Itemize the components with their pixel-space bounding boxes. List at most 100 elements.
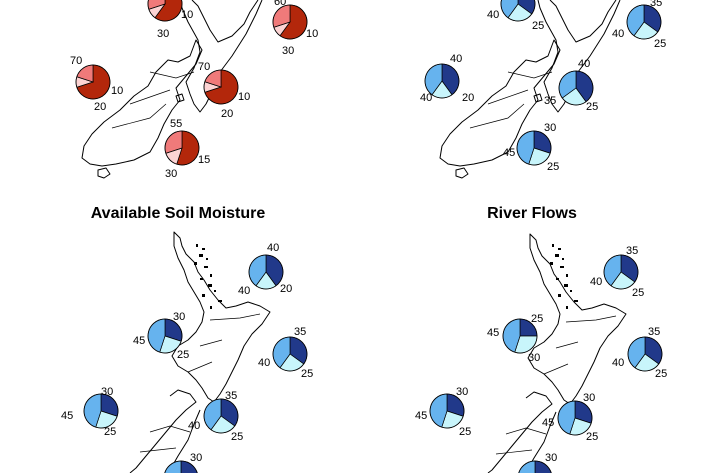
pie-outline [429, 393, 465, 429]
region-boundaries [187, 313, 261, 373]
pie-outline [627, 336, 663, 372]
pie-chart-east-of-north [272, 336, 308, 372]
pie-chart-top-right [626, 4, 662, 40]
banks-peninsula [533, 93, 543, 103]
pie-label: 40 [420, 92, 432, 104]
pie-outline [164, 130, 200, 166]
pie-label: 25 [547, 161, 559, 173]
island [566, 274, 568, 277]
pie-label: 40 [267, 242, 279, 254]
region-boundaries [111, 71, 195, 129]
north-island-coast [527, 233, 627, 405]
northland-islands [550, 244, 578, 309]
pie-chart-north-of-north [603, 254, 639, 290]
pie-label: 30 [165, 168, 177, 180]
region-boundaries [543, 315, 617, 375]
pie-label: 40 [612, 28, 624, 40]
pie-label: 30 [583, 392, 595, 404]
pie-label: 20 [280, 283, 292, 295]
south-island-coast [439, 39, 561, 167]
pie-chart-north-south-island [429, 393, 465, 429]
island [208, 284, 212, 287]
pie-chart-bottom [164, 460, 198, 473]
pie-label: 45 [415, 410, 427, 422]
panel-river-flows: River Flows 35 40 25 25 45 30 35 40 25 3… [415, 205, 667, 473]
island [558, 294, 561, 297]
pie-label: 30 [282, 45, 294, 57]
island [210, 274, 212, 277]
pie-label: 25 [301, 368, 313, 380]
pie-label: 25 [531, 313, 543, 325]
island [196, 244, 198, 247]
pie-label: 30 [173, 311, 185, 323]
nz-map-soil [129, 231, 271, 473]
pie-label: 40 [487, 9, 499, 21]
stewart-island [97, 167, 111, 179]
pie-label: 10 [238, 91, 250, 103]
island [560, 266, 564, 268]
pie-label: 60 [274, 0, 286, 8]
north-island-coast [179, 0, 263, 113]
pie-label: 35 [544, 95, 556, 107]
pie-label: 25 [654, 38, 666, 50]
pie-chart-north-of-north [248, 254, 284, 290]
slice-near-normal [518, 460, 536, 473]
pie-chart-bottom [518, 460, 552, 473]
pie-outline [272, 336, 308, 372]
pie-outline [557, 400, 593, 436]
pie-chart-east [558, 70, 594, 106]
pie-outline [502, 318, 538, 354]
island [574, 300, 578, 302]
pie-label: 40 [258, 357, 270, 369]
pie-outline [626, 4, 662, 40]
pie-label: 20 [462, 92, 474, 104]
pie-label: 25 [632, 287, 644, 299]
pie-label: 40 [450, 53, 462, 65]
pie-label: 55 [170, 118, 182, 130]
pie-outline [518, 460, 552, 473]
pie-charts-soil-moisture [83, 254, 308, 473]
pie-label: 70 [70, 55, 82, 67]
pie-chart-east [203, 69, 239, 105]
pie-label: 30 [157, 28, 169, 40]
island [564, 284, 568, 287]
pie-outline [500, 0, 536, 22]
island [566, 306, 568, 309]
south-island-coast [81, 39, 203, 167]
pie-outline [558, 70, 594, 106]
pie-chart-top-left [500, 0, 536, 22]
pie-label: 35 [650, 0, 662, 9]
pie-label: 35 [225, 390, 237, 402]
pie-charts-river-flows [429, 254, 663, 473]
slice-near-normal [164, 460, 182, 473]
pie-label: 45 [542, 417, 554, 429]
pie-label: 20 [221, 108, 233, 120]
pie-label: 35 [626, 245, 638, 257]
pie-outline [75, 64, 111, 100]
panel-rainfall: 40 25 35 40 25 40 40 20 40 35 25 30 45 2… [420, 0, 666, 179]
pie-charts-rainfall [424, 0, 662, 166]
region-boundaries-south [139, 425, 191, 453]
pie-charts-temperature [75, 0, 308, 166]
pie-outline [516, 130, 552, 166]
island [202, 248, 205, 250]
pie-chart-north-south-island [83, 393, 119, 429]
pie-label: 40 [590, 276, 602, 288]
island [210, 306, 212, 309]
pie-label: 40 [238, 285, 250, 297]
island [194, 262, 197, 265]
south-island-coast [129, 389, 201, 473]
pie-chart-east-of-north [627, 336, 663, 372]
island [206, 258, 208, 260]
pie-label: 45 [61, 410, 73, 422]
pie-label: 25 [459, 426, 471, 438]
labels-rainfall: 40 25 35 40 25 40 40 20 40 35 25 30 45 2… [420, 0, 666, 173]
banks-peninsula [175, 93, 185, 103]
pie-chart-top-left [147, 0, 183, 22]
pie-outline [164, 460, 198, 473]
pie-label: 35 [294, 326, 306, 338]
nz-map-temperature [81, 0, 263, 179]
north-island-coast [171, 231, 271, 403]
region-boundaries [469, 71, 553, 129]
pie-chart-south [164, 130, 200, 166]
